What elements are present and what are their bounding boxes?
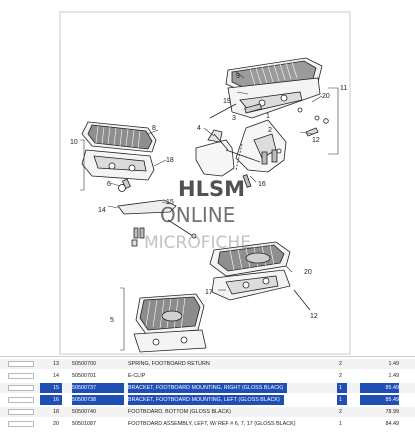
- table-row[interactable]: 16 50500738 BRACKET, FOOTBOARD MOUNTING, L…: [0, 395, 415, 405]
- exploded-view-drawing: 9 11 19 20 12 4 8 3 1 2 10 18 6 14 16 15…: [59, 11, 351, 355]
- callout-12-bottom: 12: [310, 313, 318, 320]
- callout-14: 14: [98, 207, 106, 214]
- price: 85.49: [360, 383, 399, 393]
- row-select-checkbox[interactable]: [8, 359, 34, 369]
- checkbox-box[interactable]: [8, 385, 34, 391]
- part-number[interactable]: 50501087: [72, 421, 96, 427]
- watermark-line-1: HLSM: [178, 177, 245, 201]
- callout-3: 3: [232, 115, 236, 122]
- quantity: 1: [339, 421, 342, 427]
- left-top-footboard: [81, 121, 157, 192]
- callout-11: 11: [340, 85, 347, 92]
- ref-number: 14: [53, 373, 59, 379]
- parts-diagram: 9 11 19 20 12 4 8 3 1 2 10 18 6 14 16 15…: [59, 11, 351, 355]
- price: 1.49: [388, 361, 400, 367]
- part-description: SPRING, FOOTBOARD RETURN: [128, 361, 210, 367]
- checkbox-box[interactable]: [8, 373, 34, 379]
- leader-lines: [80, 71, 339, 351]
- callout-16: 16: [258, 181, 266, 188]
- row-select-checkbox[interactable]: [8, 371, 34, 381]
- callout-2: 2: [268, 127, 272, 134]
- table-row[interactable]: 14 50500701 E-CLIP 2 1.49: [0, 371, 415, 381]
- callout-4: 4: [197, 125, 201, 132]
- callout-labels: 9 11 19 20 12 4 8 3 1 2 10 18 6 14 16 15…: [70, 73, 347, 324]
- callout-10: 10: [70, 139, 78, 146]
- checkbox-box[interactable]: [8, 361, 34, 367]
- part-description: FOOTBOARD ASSEMBLY, LEFT, W/ REF # 6, 7,…: [128, 421, 296, 427]
- callout-19: 19: [223, 98, 231, 105]
- price: 1.49: [388, 373, 400, 379]
- callout-1: 1: [266, 113, 270, 120]
- part-description: E-CLIP: [128, 373, 146, 379]
- callout-6: 6: [107, 181, 111, 188]
- watermark-line-2: ONLINE: [160, 203, 235, 227]
- ref-number: 13: [53, 361, 59, 367]
- table-row[interactable]: 18 50500740 FOOTBOARD, BOTTOM (GLOSS BLACK…: [0, 407, 415, 417]
- quantity: 1: [337, 395, 347, 405]
- callout-17: 17: [205, 289, 213, 296]
- row-select-checkbox[interactable]: [8, 383, 34, 393]
- quantity: 1: [337, 383, 347, 393]
- checkbox-box[interactable]: [8, 397, 34, 403]
- lower-left-footboard: [133, 293, 207, 353]
- price: 84.49: [385, 421, 400, 427]
- quantity: 2: [339, 409, 342, 415]
- callout-12-top: 12: [312, 137, 320, 144]
- price: 78.99: [385, 409, 400, 415]
- part-number[interactable]: 50500700: [72, 361, 96, 367]
- row-select-checkbox[interactable]: [8, 395, 34, 405]
- quantity: 2: [339, 361, 342, 367]
- part-number[interactable]: 50500737: [72, 383, 124, 393]
- part-description: BRACKET, FOOTBOARD MOUNTING, LEFT (GLOSS…: [128, 395, 284, 405]
- watermark: HLSM ONLINE MICROFICHE: [144, 177, 251, 253]
- callout-15: 15: [166, 199, 174, 206]
- mounting-bracket-center: [195, 119, 287, 188]
- callout-20-bottom: 20: [304, 269, 312, 276]
- lower-footboard-assembly: [209, 241, 311, 311]
- right-footboard-assembly: [209, 57, 329, 124]
- footboard-mount-bar: [117, 199, 197, 247]
- price: 85.49: [360, 395, 399, 405]
- part-description: BRACKET, FOOTBOARD MOUNTING, RIGHT (GLOS…: [128, 383, 288, 393]
- part-description: FOOTBOARD, BOTTOM (GLOSS BLACK): [128, 409, 231, 415]
- watermark-line-3: MICROFICHE: [144, 233, 251, 253]
- callout-9: 9: [236, 73, 240, 80]
- table-row[interactable]: 13 50500700 SPRING, FOOTBOARD RETURN 2 1.49: [0, 359, 415, 369]
- ref-number: 20: [53, 421, 59, 427]
- quantity: 2: [339, 373, 342, 379]
- row-select-checkbox[interactable]: [8, 407, 34, 417]
- checkbox-box[interactable]: [8, 409, 34, 415]
- callout-18: 18: [166, 157, 174, 164]
- ref-number: 16: [40, 395, 62, 405]
- part-number[interactable]: 50500701: [72, 373, 96, 379]
- part-number[interactable]: 50500740: [72, 409, 96, 415]
- screw-12: [305, 127, 319, 137]
- callout-5: 5: [110, 317, 114, 324]
- checkbox-box[interactable]: [8, 421, 34, 427]
- callout-20-top: 20: [322, 93, 330, 100]
- callout-8: 8: [152, 125, 156, 132]
- part-number[interactable]: 50500738: [72, 395, 124, 405]
- ref-number: 15: [40, 383, 62, 393]
- table-row[interactable]: 15 50500737 BRACKET, FOOTBOARD MOUNTING, R…: [0, 383, 415, 393]
- row-select-checkbox[interactable]: [8, 419, 34, 429]
- table-row[interactable]: 20 50501087 FOOTBOARD ASSEMBLY, LEFT, W/ R…: [0, 419, 415, 429]
- ref-number: 18: [53, 409, 59, 415]
